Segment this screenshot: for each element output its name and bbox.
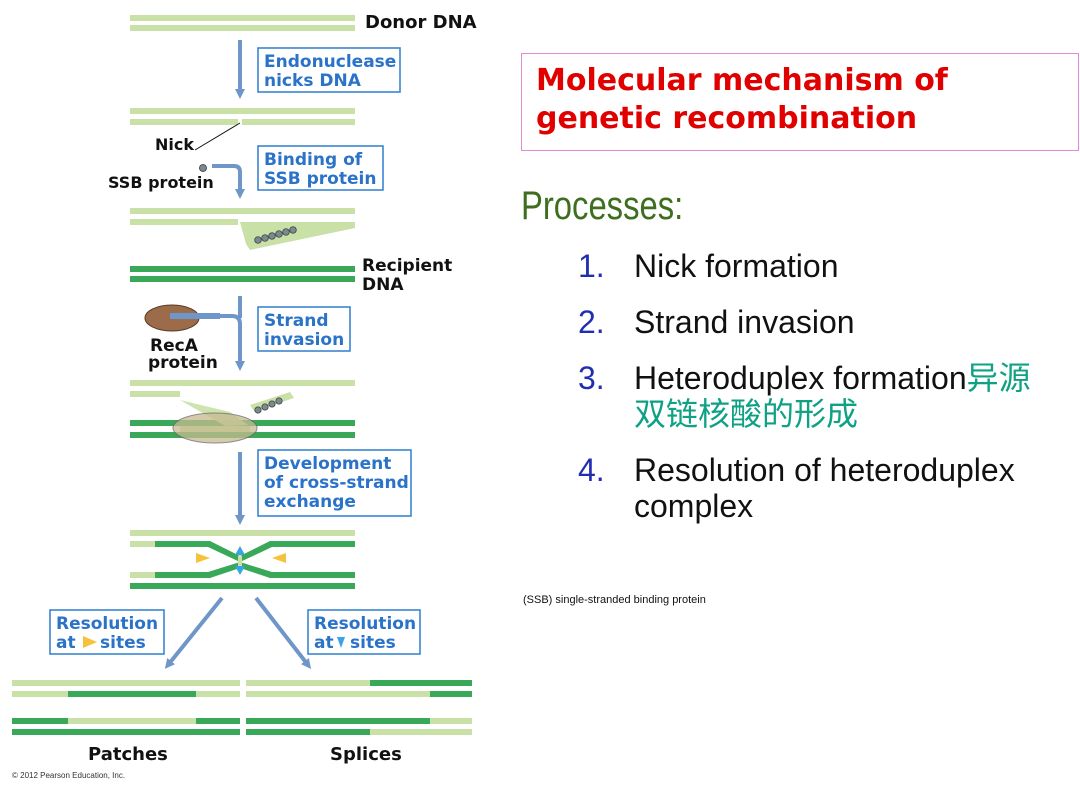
slide-title-line1: Molecular mechanism of (536, 63, 948, 98)
process-item: 3. Heteroduplex formation异源双链核酸的形成 (578, 360, 1058, 432)
resolution-yellow-line1: Resolution (56, 614, 158, 634)
development-line1: Development (264, 454, 391, 474)
resolution-arrow-right (254, 596, 312, 669)
development-box (257, 449, 412, 517)
resolution-blue-at: at (314, 633, 334, 653)
splices-label: Splices (330, 744, 402, 765)
strand-invasion-line1: Strand (264, 311, 329, 331)
ssb-bead-icon (199, 164, 207, 172)
recipient-dna (130, 266, 355, 282)
nick-pointer (194, 122, 241, 151)
process-text: Heteroduplex formation (634, 360, 967, 396)
endonuclease-line1: Endonuclease (264, 52, 396, 72)
reca-label-line1: RecA (150, 336, 199, 356)
resolution-site-yellow-icon (196, 553, 210, 563)
resolution-site-blue-icon (235, 546, 245, 555)
nick-label: Nick (155, 135, 194, 154)
reca-label-line2: protein (148, 353, 218, 373)
yellow-site-icon (83, 636, 97, 648)
resolution-yellow-at: at (56, 633, 76, 653)
process-number: 1. (578, 248, 605, 284)
copyright-notice: © 2012 Pearson Education, Inc. (12, 771, 125, 780)
resolution-yellow-sites: sites (100, 633, 146, 653)
process-list: 1. Nick formation 2. Strand invasion 3. … (578, 248, 1058, 544)
holliday-junction (130, 530, 355, 589)
resolution-site-yellow-icon (272, 553, 286, 563)
process-item: 2. Strand invasion (578, 304, 1058, 340)
donor-dna (130, 15, 355, 31)
processes-heading: Processes: (521, 184, 684, 228)
resolution-blue-box (307, 609, 421, 655)
resolution-arrow-left (164, 596, 224, 669)
splices-products (246, 680, 472, 735)
recipient-label-line1: Recipient (362, 256, 452, 276)
reca-bound-strand (170, 313, 220, 319)
binding-line1: Binding of (264, 150, 363, 170)
strand-invasion-line2: invasion (264, 330, 344, 350)
recombination-diagram: Donor DNA Endonuclease nicks DNA Nick SS… (12, 12, 477, 780)
patches-products (12, 680, 240, 735)
patches-label: Patches (88, 744, 168, 765)
process-text: Nick formation (634, 248, 839, 284)
endonuclease-box (257, 47, 401, 93)
resolution-blue-sites: sites (350, 633, 396, 653)
process-number: 3. (578, 360, 605, 396)
donor-dna-label: Donor DNA (365, 12, 477, 33)
process-text: Strand invasion (634, 304, 855, 340)
process-number: 2. (578, 304, 605, 340)
step-arrow (212, 164, 245, 199)
endonuclease-line2: nicks DNA (264, 71, 362, 91)
binding-box (257, 145, 384, 191)
resolution-site-blue-icon (235, 566, 245, 575)
process-text-chinese: 异源双链核酸的形成 (634, 359, 1031, 433)
recipient-label-line2: DNA (362, 275, 404, 295)
blue-site-icon (337, 637, 345, 648)
resolution-blue-line1: Resolution (314, 614, 416, 634)
ssb-coated-dna (130, 208, 355, 250)
development-line2: of cross-strand (264, 473, 409, 493)
strand-invasion-box (257, 306, 351, 352)
ssb-label: SSB protein (108, 173, 214, 192)
step-arrow (218, 314, 245, 371)
binding-line2: SSB protein (264, 169, 376, 189)
nicked-dna (130, 108, 355, 125)
slide-title-line2: genetic recombination (536, 101, 918, 136)
process-text: Resolution of heteroduplex complex (634, 452, 1015, 524)
process-item: 1. Nick formation (578, 248, 1058, 284)
invasion-complex (130, 380, 355, 444)
process-item: 4. Resolution of heteroduplex complex (578, 452, 1058, 524)
footnote: (SSB) single-stranded binding protein (523, 594, 706, 606)
resolution-yellow-box (49, 609, 165, 655)
development-line3: exchange (264, 492, 356, 512)
process-number: 4. (578, 452, 605, 488)
slide-title-box: Molecular mechanism of genetic recombina… (521, 53, 1079, 151)
